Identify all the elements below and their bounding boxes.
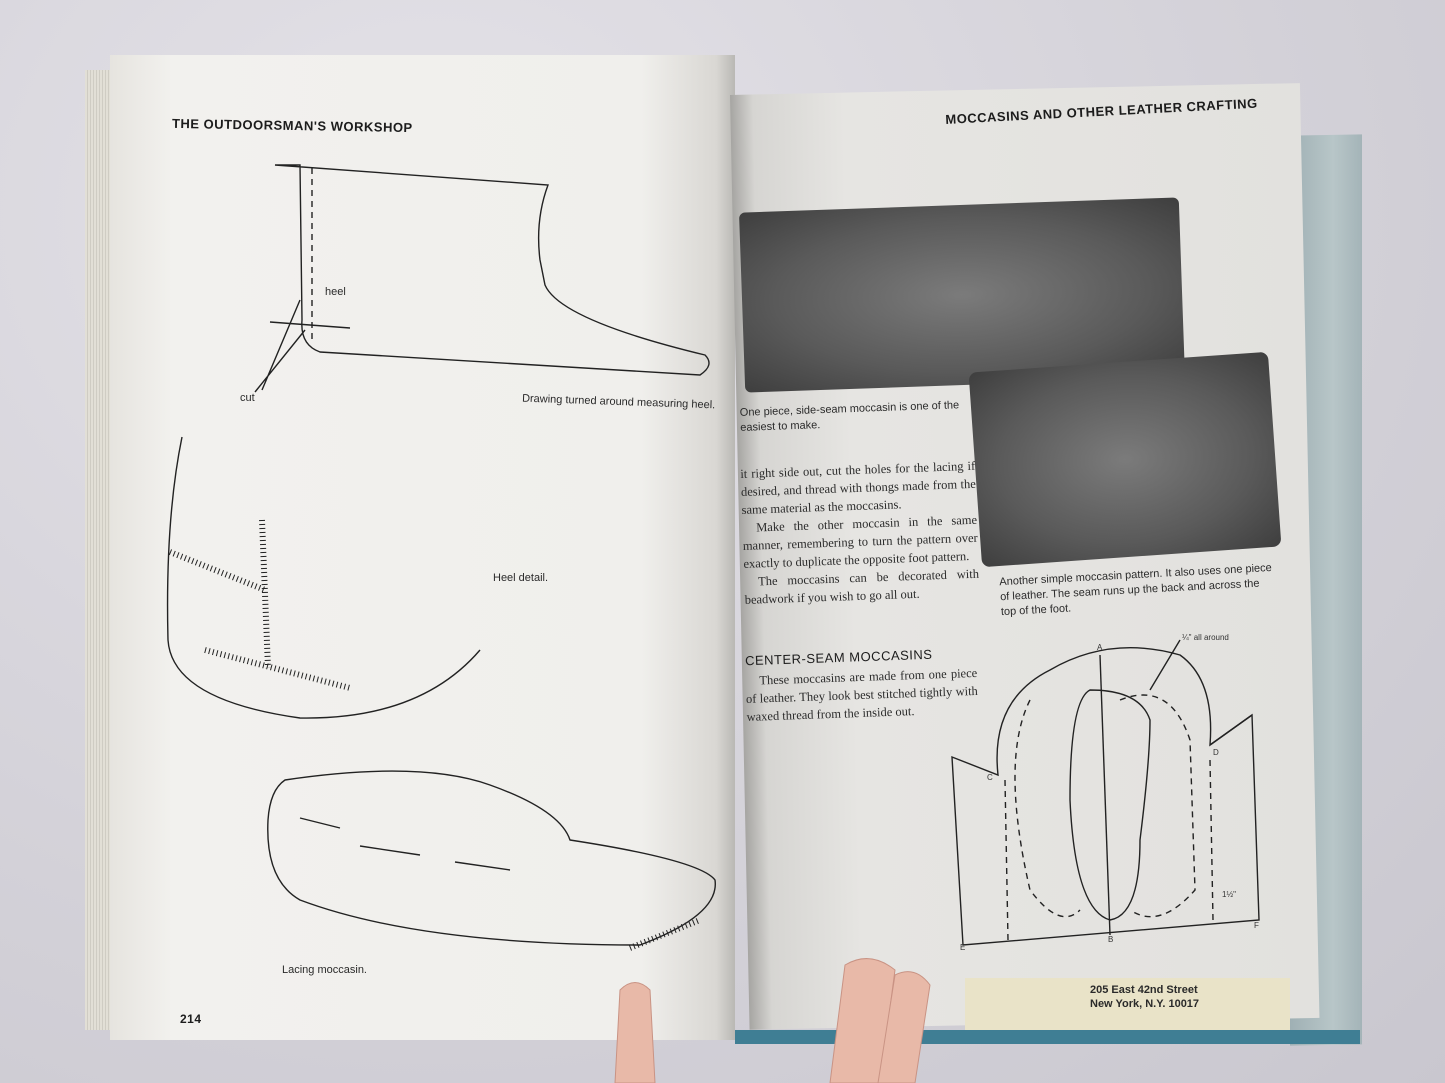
label-a: A — [1097, 643, 1103, 652]
tab-address-line-1: 205 East 42nd Street — [1090, 984, 1198, 996]
caption-heel-detail: Heel detail. — [493, 572, 549, 584]
drawing-boot-pattern — [274, 164, 710, 376]
label-d: D — [1213, 748, 1219, 757]
caption-lacing: Lacing moccasin. — [282, 964, 367, 976]
label-f: F — [1254, 921, 1259, 930]
tab-address-line-2: New York, N.Y. 10017 — [1090, 998, 1200, 1010]
insert-tab: 205 East 42nd Street New York, N.Y. 1001… — [965, 978, 1290, 1030]
label-width: 1½" — [1222, 890, 1236, 899]
label-e: E — [960, 943, 965, 952]
label-heel: heel — [325, 286, 346, 298]
drawing-center-seam-pattern — [951, 639, 1260, 946]
label-c: C — [987, 773, 993, 782]
label-b: B — [1108, 935, 1113, 944]
left-page — [110, 55, 735, 1040]
page-number: 214 — [180, 1012, 202, 1026]
drawing-heel-detail — [166, 436, 481, 719]
label-allowance: ¼" all around — [1182, 633, 1229, 642]
label-cut: cut — [240, 392, 255, 404]
drawing-lacing-moccasin — [267, 770, 716, 946]
